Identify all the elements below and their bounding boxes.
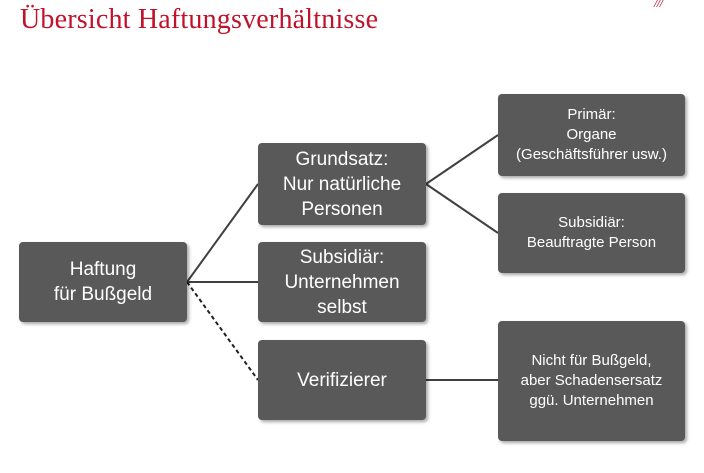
brand-logo: /// — [654, 0, 664, 11]
node-haftung-fuer-bussgeld: Haftung für Bußgeld — [19, 242, 187, 322]
node-grundsatz: Grundsatz: Nur natürliche Personen — [258, 143, 426, 225]
edge-grundsatz-primaer — [425, 134, 499, 185]
edge-grundsatz-subsidiaer-person — [425, 183, 499, 234]
node-nicht-fuer-bussgeld: Nicht für Bußgeld, aber Schadensersatz g… — [498, 321, 685, 441]
node-subsidiaer-person: Subsidiär: Beauftragte Person — [498, 193, 685, 273]
page-title: Übersicht Haftungsverhältnisse — [20, 4, 379, 35]
node-subsidiaer-unternehmen: Subsidiär: Unternehmen selbst — [258, 242, 426, 322]
node-verifizierer: Verifizierer — [258, 340, 426, 420]
edge-root-verifizierer — [186, 281, 259, 381]
edge-root-grundsatz — [186, 183, 259, 283]
node-primaer: Primär: Organe (Geschäftsführer usw.) — [498, 94, 685, 176]
